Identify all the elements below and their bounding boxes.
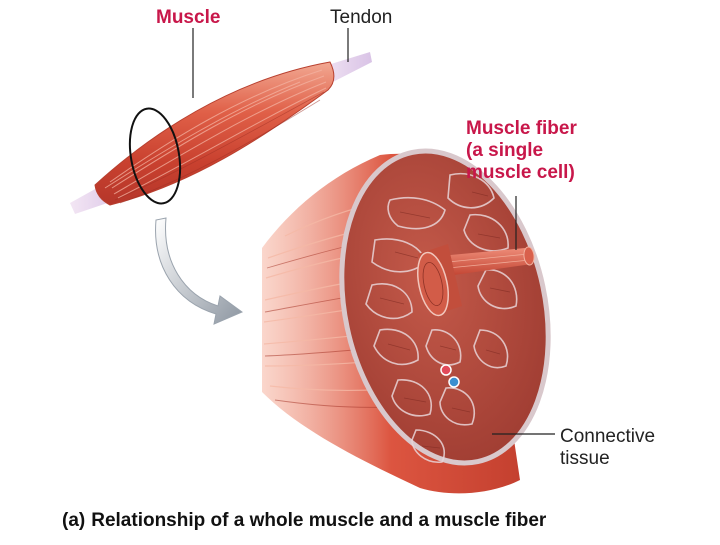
cut-ring [128, 107, 182, 205]
label-muscle-fiber: Muscle fiber (a single muscle cell) [466, 118, 577, 183]
muscle-bundle [262, 148, 551, 494]
single-muscle-fiber [417, 244, 535, 317]
zoom-arrow [155, 217, 244, 325]
label-connective-tissue: Connective tissue [560, 426, 656, 469]
figure-caption: (a)Relationship of a whole muscle and a … [62, 510, 552, 532]
leader-lines [192, 28, 555, 435]
label-tendon: Tendon [330, 7, 393, 28]
whole-muscle [70, 52, 372, 214]
label-muscle: Muscle [156, 7, 221, 28]
muscle-shadows [114, 91, 325, 204]
caption-part-label: (a) [62, 510, 86, 531]
caption-text: Relationship of a whole muscle and a mus… [91, 510, 547, 531]
blood-vessel-red [440, 364, 452, 376]
fascicles [365, 173, 518, 463]
muscle-belly [94, 61, 335, 206]
fascicle-texture [379, 191, 511, 449]
blood-vessel-blue [448, 376, 460, 388]
